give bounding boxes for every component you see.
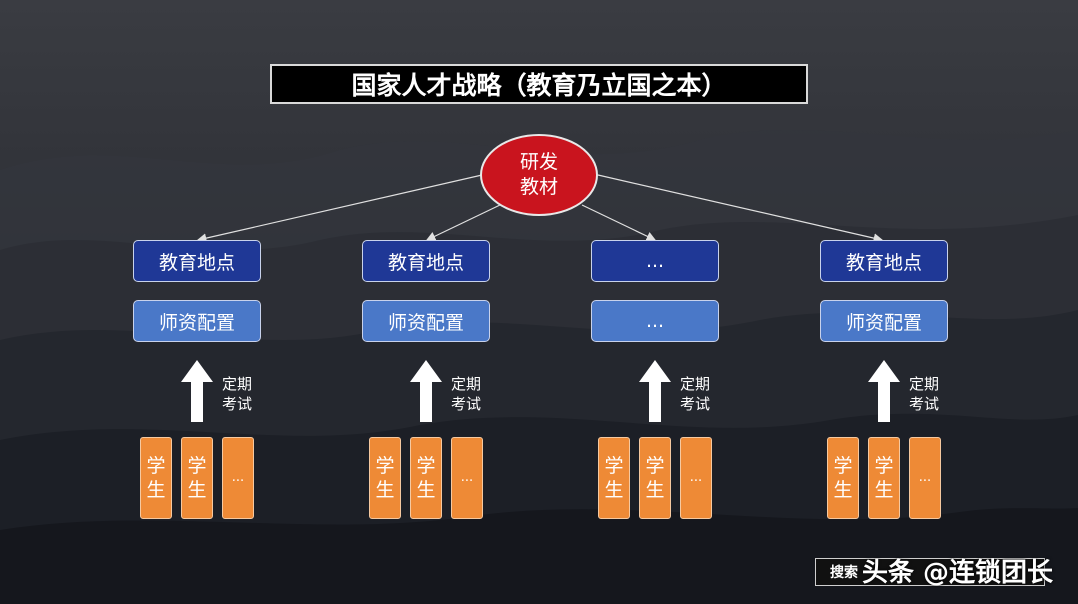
connector-col-4 bbox=[597, 174, 884, 243]
root-line-2: 教材 bbox=[519, 176, 558, 198]
root-line-1: 研发 bbox=[519, 151, 558, 173]
student-char-2: 生 bbox=[604, 479, 624, 501]
exam-label-1: 定期 考试 bbox=[222, 374, 252, 414]
exam-line-1: 定期 bbox=[222, 375, 253, 393]
exam-line-2: 考试 bbox=[451, 395, 482, 413]
student-char-2: 生 bbox=[187, 479, 207, 501]
teachers-box-1: 师资配置 bbox=[133, 300, 261, 342]
student-char-1: 学 bbox=[874, 455, 894, 477]
teachers-box-2: 师资配置 bbox=[362, 300, 490, 342]
connector-col-1 bbox=[196, 174, 483, 243]
exam-line-2: 考试 bbox=[222, 395, 253, 413]
student-char-2: 生 bbox=[833, 479, 853, 501]
up-arrow-icon bbox=[868, 360, 900, 422]
student-char-2: 生 bbox=[874, 479, 894, 501]
connector-col-2 bbox=[425, 204, 501, 241]
location-box-1: 教育地点 bbox=[133, 240, 261, 282]
connector-col-3 bbox=[581, 204, 657, 241]
student-box: 学生 bbox=[827, 437, 859, 519]
student-box: 学生 bbox=[868, 437, 900, 519]
location-box-2: 教育地点 bbox=[362, 240, 490, 282]
student-more-text: ... bbox=[231, 470, 245, 485]
student-more-box: ... bbox=[222, 437, 254, 519]
student-more-text: ... bbox=[918, 470, 932, 485]
student-char-1: 学 bbox=[833, 455, 853, 477]
root-node-textbook: 研发 教材 bbox=[480, 134, 598, 216]
teachers-box-3: ... bbox=[591, 300, 719, 342]
student-char-1: 学 bbox=[146, 455, 166, 477]
student-char-1: 学 bbox=[604, 455, 624, 477]
exam-label-3: 定期 考试 bbox=[680, 374, 710, 414]
student-box: 学生 bbox=[639, 437, 671, 519]
student-char-2: 生 bbox=[375, 479, 395, 501]
student-char-1: 学 bbox=[187, 455, 207, 477]
student-char-1: 学 bbox=[645, 455, 665, 477]
exam-line-1: 定期 bbox=[451, 375, 482, 393]
student-box: 学生 bbox=[140, 437, 172, 519]
student-more-box: ... bbox=[909, 437, 941, 519]
student-char-2: 生 bbox=[146, 479, 166, 501]
exam-line-1: 定期 bbox=[909, 375, 940, 393]
student-more-text: ... bbox=[689, 470, 703, 485]
student-more-box: ... bbox=[451, 437, 483, 519]
student-more-text: ... bbox=[460, 470, 474, 485]
student-char-1: 学 bbox=[375, 455, 395, 477]
student-box: 学生 bbox=[181, 437, 213, 519]
watermark-handle: 头条 @连锁团长 bbox=[862, 558, 1054, 588]
student-box: 学生 bbox=[410, 437, 442, 519]
watermark-search-label: 搜索 bbox=[830, 565, 858, 581]
exam-label-2: 定期 考试 bbox=[451, 374, 481, 414]
location-box-4: 教育地点 bbox=[820, 240, 948, 282]
watermark-search-box: 搜索 bbox=[815, 558, 1045, 586]
student-box: 学生 bbox=[598, 437, 630, 519]
up-arrow-icon bbox=[181, 360, 213, 422]
exam-line-2: 考试 bbox=[680, 395, 711, 413]
location-box-3: ... bbox=[591, 240, 719, 282]
exam-label-4: 定期 考试 bbox=[909, 374, 939, 414]
student-char-2: 生 bbox=[416, 479, 436, 501]
student-char-2: 生 bbox=[645, 479, 665, 501]
teachers-box-4: 师资配置 bbox=[820, 300, 948, 342]
student-more-box: ... bbox=[680, 437, 712, 519]
student-box: 学生 bbox=[369, 437, 401, 519]
diagram-title: 国家人才战略（教育乃立国之本） bbox=[270, 64, 808, 104]
exam-line-2: 考试 bbox=[909, 395, 940, 413]
up-arrow-icon bbox=[410, 360, 442, 422]
exam-line-1: 定期 bbox=[680, 375, 711, 393]
student-char-1: 学 bbox=[416, 455, 436, 477]
up-arrow-icon bbox=[639, 360, 671, 422]
